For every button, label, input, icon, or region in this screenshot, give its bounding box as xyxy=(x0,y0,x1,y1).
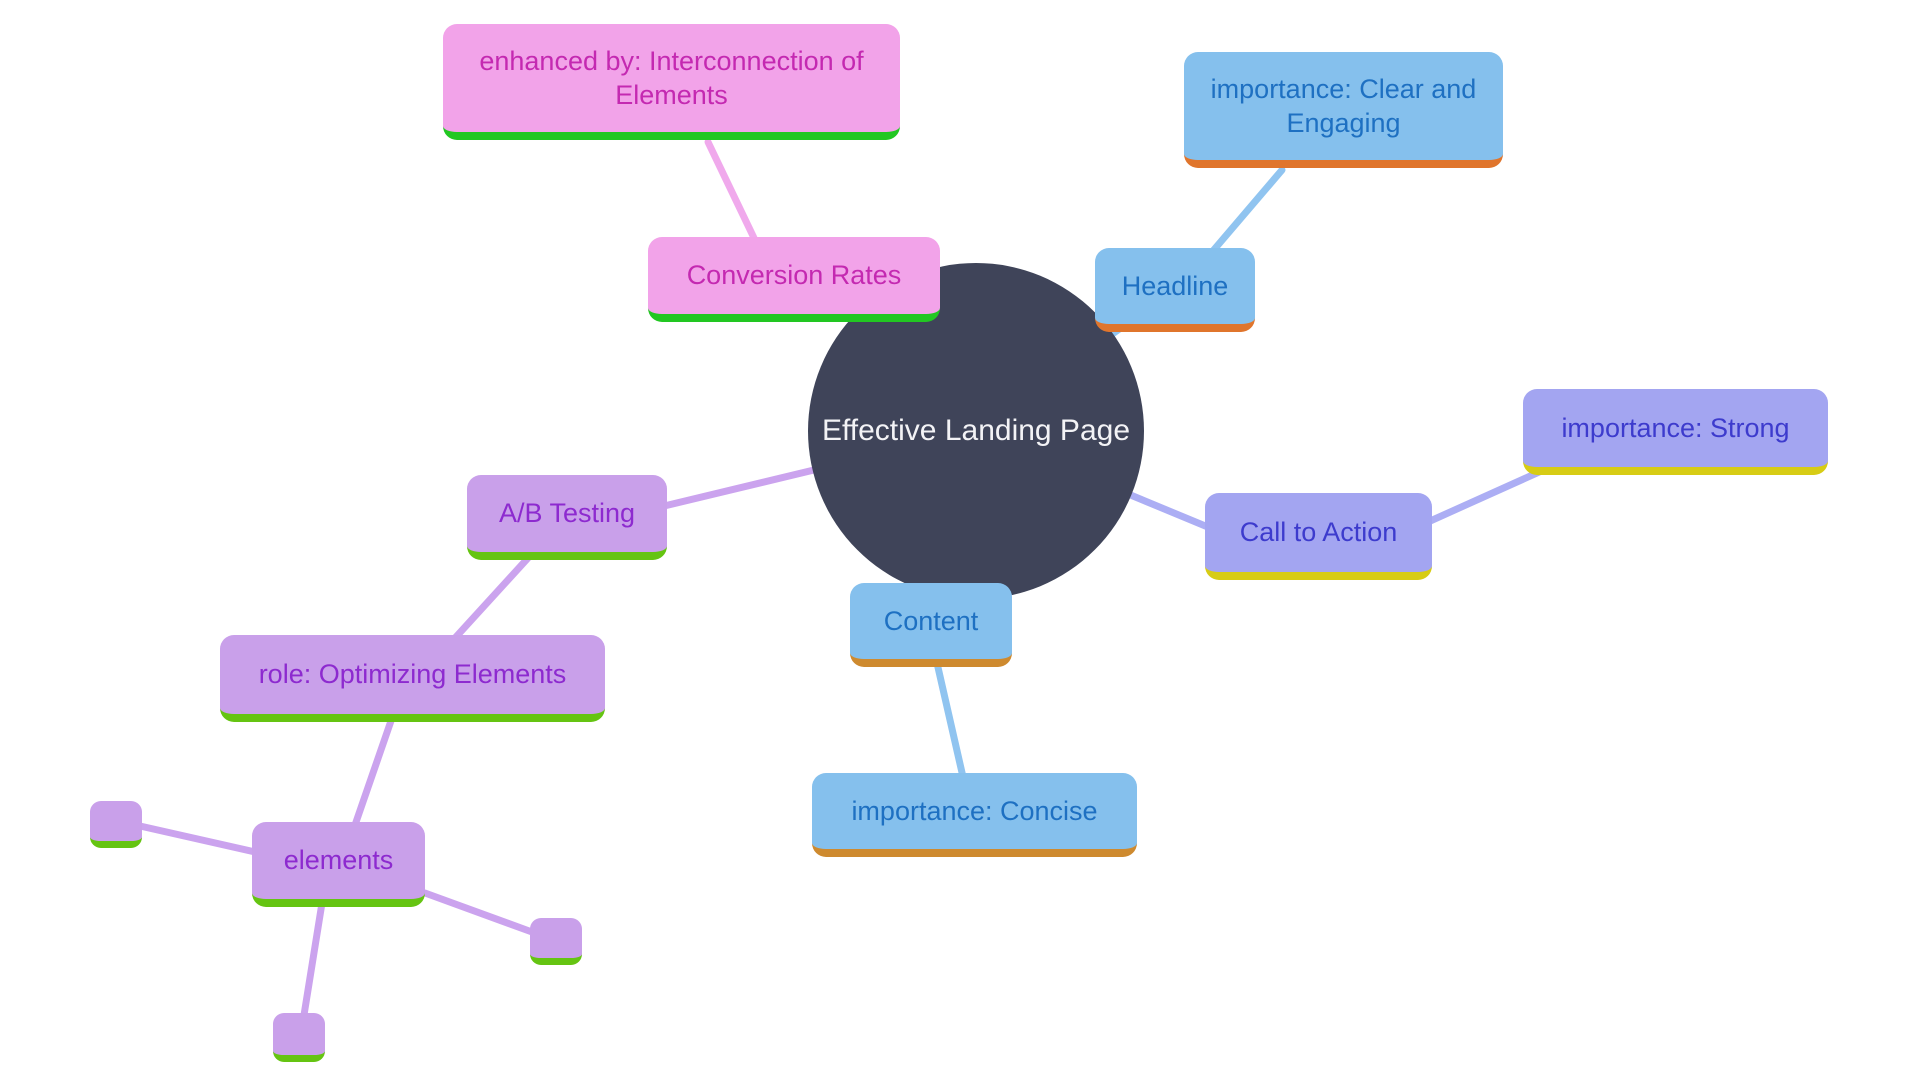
node-role-optimizing-elements[interactable]: role: Optimizing Elements xyxy=(220,635,605,722)
node-element-leaf-2[interactable] xyxy=(530,918,582,965)
node-label: enhanced by: Interconnection of Elements xyxy=(479,45,864,110)
node-element-leaf-3[interactable] xyxy=(273,1013,325,1062)
node-conversion-rates[interactable]: Conversion Rates xyxy=(648,237,940,322)
edge-elements-to-element-leaf-3 xyxy=(300,899,326,1019)
node-importance-clear-engaging[interactable]: importance: Clear and Engaging xyxy=(1184,52,1503,168)
node-label: importance: Concise xyxy=(851,795,1098,826)
node-headline[interactable]: Headline xyxy=(1095,248,1255,332)
edge-elements-to-element-leaf-2 xyxy=(421,889,536,936)
node-importance-strong[interactable]: importance: Strong xyxy=(1523,389,1828,475)
node-call-to-action[interactable]: Call to Action xyxy=(1205,493,1432,580)
edge-ab-testing-to-role-optimizing-elements xyxy=(451,554,532,642)
node-label: Effective Landing Page xyxy=(821,414,1130,448)
node-element-leaf-1[interactable] xyxy=(90,801,142,848)
node-label: importance: Strong xyxy=(1561,412,1790,443)
node-importance-concise[interactable]: importance: Concise xyxy=(812,773,1137,857)
node-enhanced-by-interconnection[interactable]: enhanced by: Interconnection of Elements xyxy=(443,24,900,140)
edge-enhanced-by-interconnection-to-conversion-rates xyxy=(704,138,758,242)
node-label: Call to Action xyxy=(1239,517,1398,548)
edge-elements-to-element-leaf-1 xyxy=(136,822,259,856)
node-ab-testing[interactable]: A/B Testing xyxy=(467,475,667,560)
node-elements[interactable]: elements xyxy=(252,822,425,907)
node-content[interactable]: Content xyxy=(850,583,1012,667)
node-label: Content xyxy=(883,605,979,636)
edge-call-to-action-to-importance-strong xyxy=(1424,464,1552,526)
edge-importance-clear-engaging-to-headline xyxy=(1208,166,1286,256)
node-label: Headline xyxy=(1121,270,1229,301)
node-label: elements xyxy=(283,845,394,876)
edge-role-optimizing-elements-to-elements xyxy=(351,714,396,829)
node-label: role: Optimizing Elements xyxy=(258,659,567,690)
node-label: A/B Testing xyxy=(498,498,636,529)
node-label: Conversion Rates xyxy=(686,260,902,291)
edge-content-to-importance-concise xyxy=(933,659,967,781)
node-label: importance: Clear and Engaging xyxy=(1210,73,1477,138)
